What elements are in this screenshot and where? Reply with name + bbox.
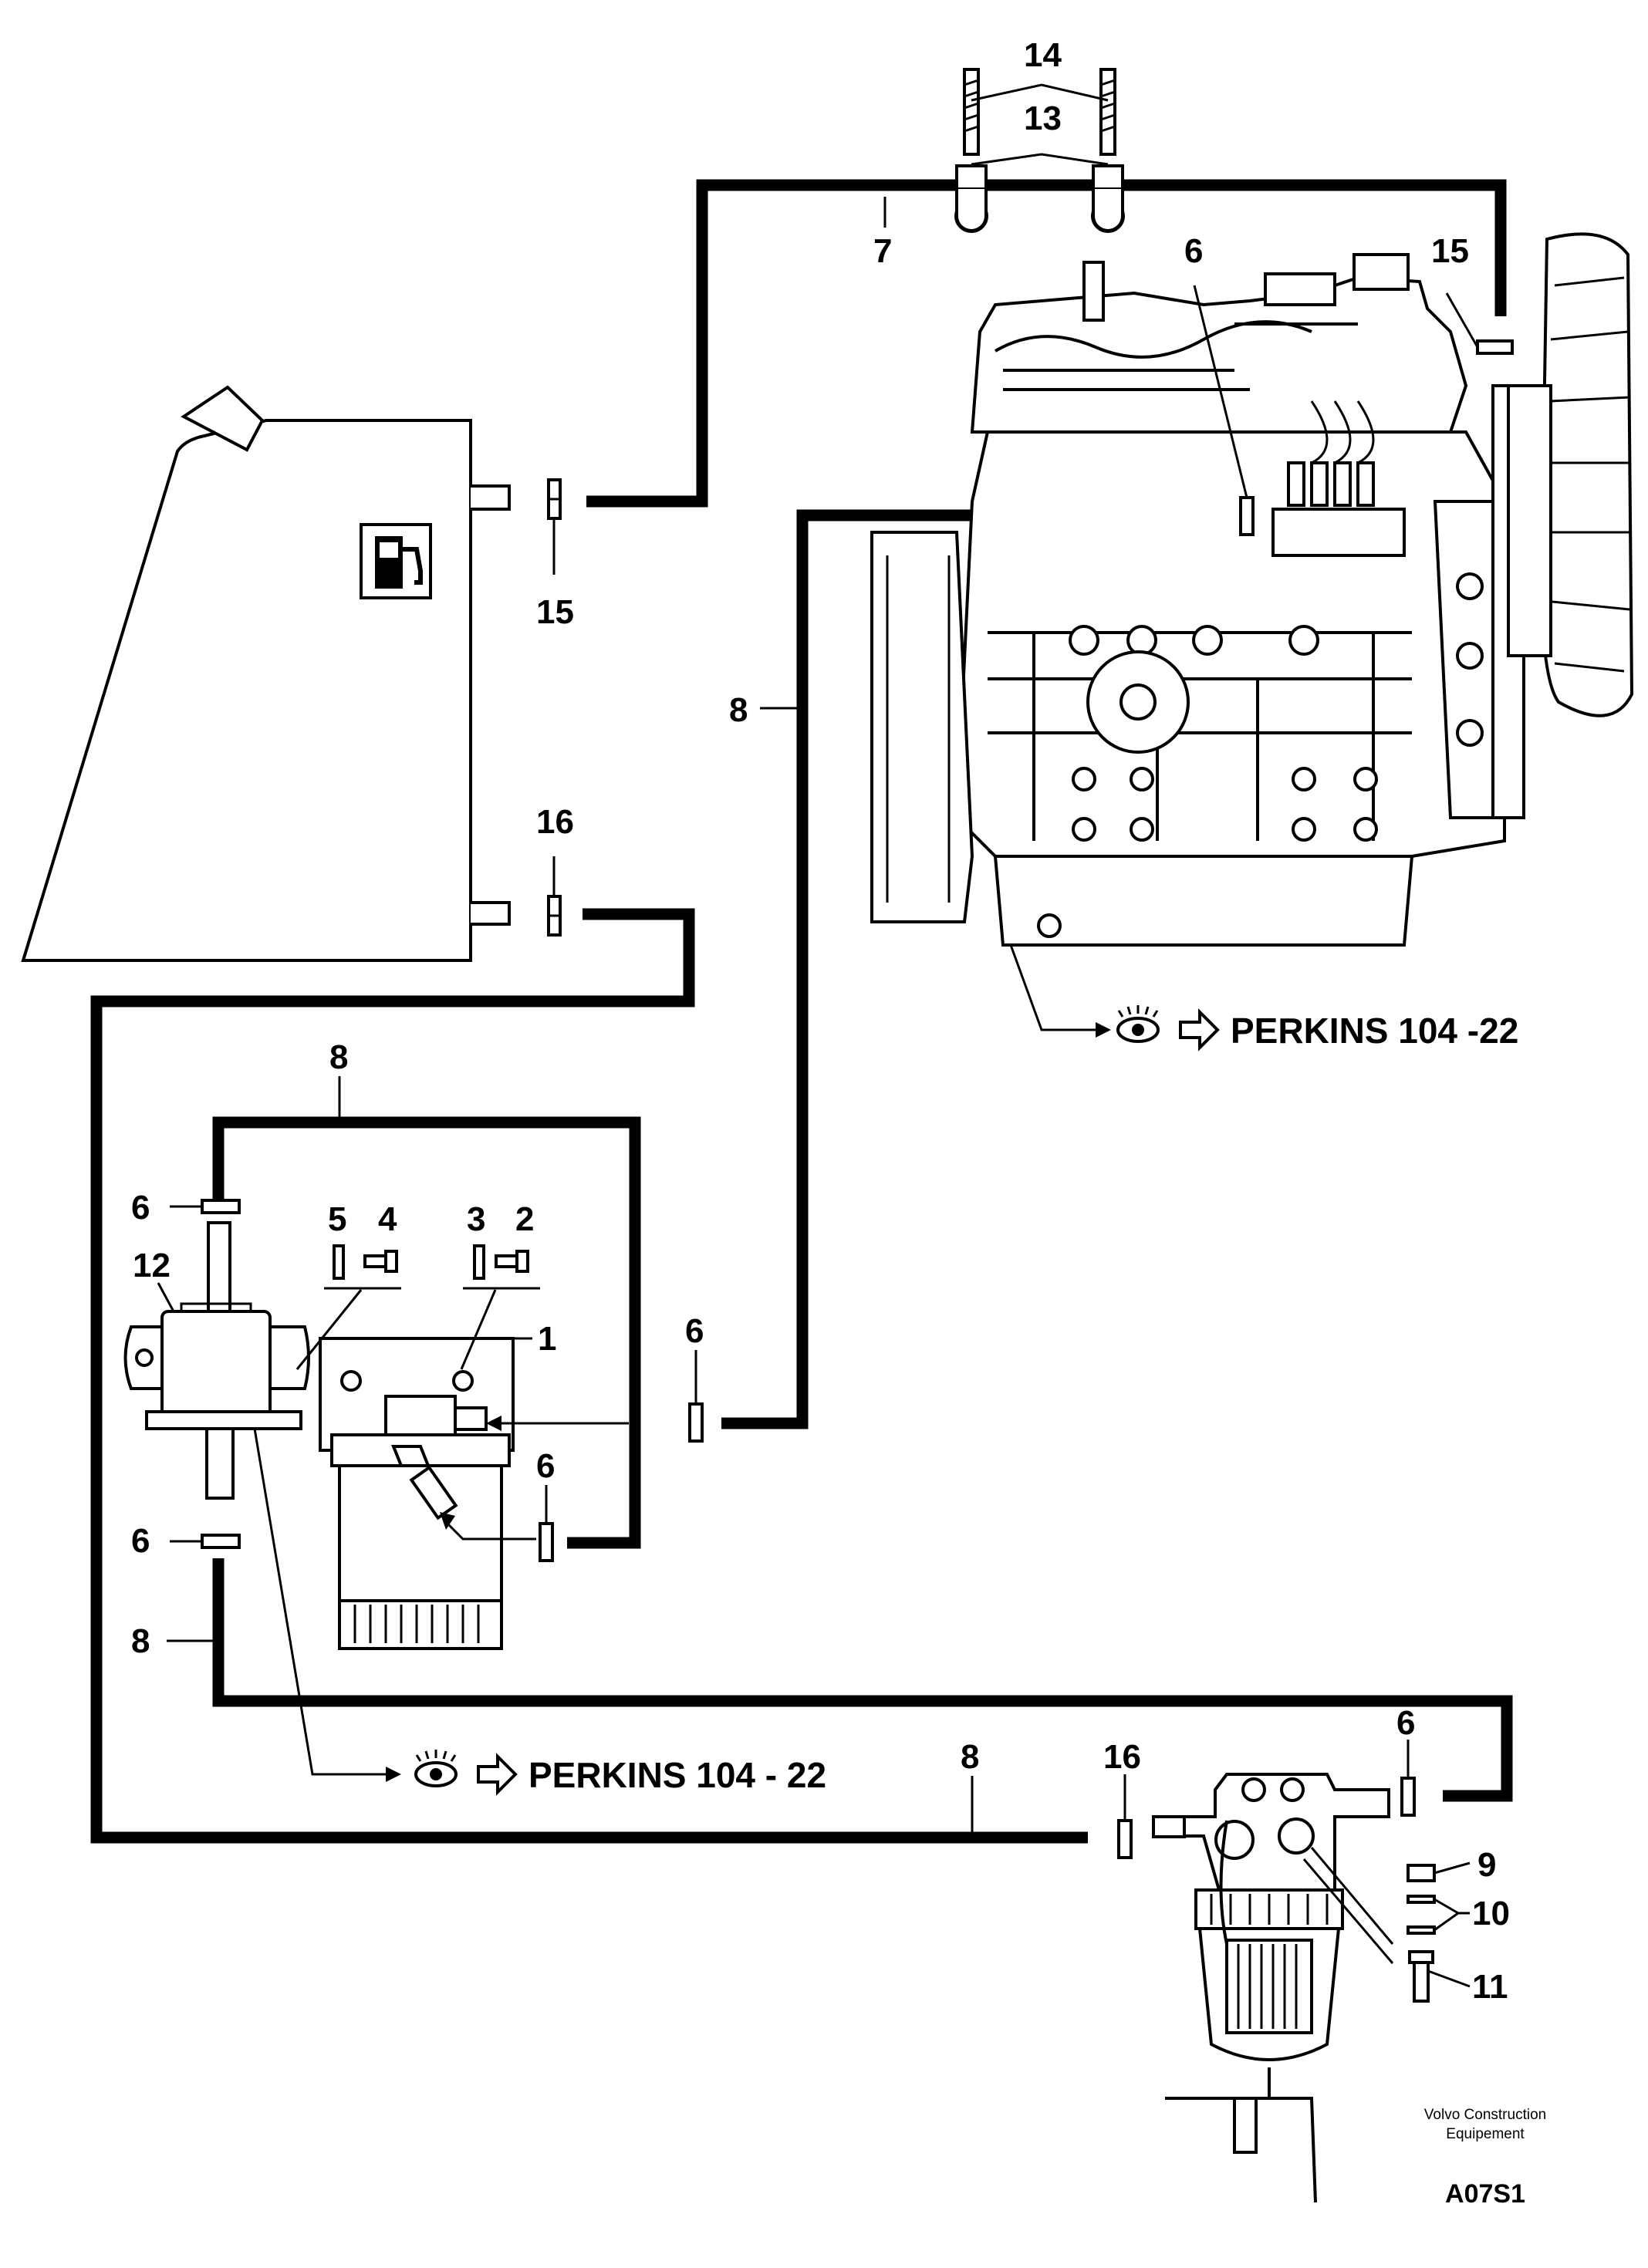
label-8-bottom: 8	[961, 1738, 979, 1776]
arrow-right-icon	[1179, 1008, 1220, 1051]
pipe-7-tank-to-engine	[586, 179, 1507, 508]
label-6-filter-inlet: 6	[685, 1312, 704, 1350]
label-4: 4	[378, 1200, 397, 1238]
engine-block	[870, 232, 1634, 1031]
pump-reference-text: PERKINS 104 - 22	[529, 1755, 826, 1795]
brand-line-2: Equipement	[1446, 2126, 1525, 2142]
label-10: 10	[1472, 1895, 1510, 1932]
pipe-8-pump-to-filter	[212, 1116, 641, 1549]
water-separator	[1152, 1773, 1394, 2203]
separator-hardware-9-11	[1407, 1861, 1471, 2003]
tank-outlet-bottom	[471, 901, 511, 926]
label-15-engine: 15	[1431, 232, 1469, 270]
label-16-separator: 16	[1103, 1738, 1141, 1776]
fuel-filter	[330, 1395, 629, 1650]
fuel-pump-icon	[360, 523, 432, 599]
footer: Volvo Construction Equipement A07S1	[1424, 2107, 1546, 2209]
label-1: 1	[538, 1320, 556, 1358]
banjo-fittings-13-14	[954, 68, 1125, 233]
fuel-tank	[21, 385, 511, 962]
pipe-8-tank-to-separator	[90, 908, 1088, 1844]
label-6-pump-bottom: 6	[131, 1522, 150, 1560]
label-16-tank: 16	[536, 803, 574, 841]
engine-fan	[1539, 232, 1634, 717]
screws-2-5	[295, 1244, 540, 1370]
label-8-left: 8	[131, 1622, 150, 1660]
label-6-pump-top: 6	[131, 1189, 150, 1227]
clamp-6-filter-return	[539, 1485, 554, 1562]
label-6-filter-return: 6	[536, 1447, 555, 1485]
clamp-16-separator	[1117, 1774, 1133, 1859]
label-9: 9	[1477, 1846, 1496, 1884]
eye-icon	[1116, 1005, 1160, 1043]
clamp-6-engine	[1193, 285, 1255, 536]
label-11: 11	[1472, 1968, 1508, 2006]
label-12: 12	[133, 1247, 171, 1284]
label-7: 7	[873, 232, 892, 270]
engine-reference-text: PERKINS 104 -22	[1231, 1011, 1518, 1051]
arrow-right-icon	[477, 1753, 518, 1796]
label-6-engine: 6	[1184, 232, 1203, 270]
document-id: A07S1	[1445, 2179, 1525, 2209]
tank-filler-neck	[181, 385, 265, 452]
clamp-6-separator	[1400, 1740, 1416, 1817]
label-13: 13	[1024, 100, 1062, 137]
clamp-16-tank	[547, 856, 562, 937]
clamp-15-tank	[547, 478, 562, 575]
fuel-pump-12	[123, 1221, 310, 1500]
part-labels: 14 13 7 6 15 15 8 16 8 6 5 4 3 2 12 1 6 …	[131, 36, 1510, 2006]
pump-reference: PERKINS 104 - 22	[386, 1750, 826, 1796]
clamp-6-filter-inlet	[688, 1350, 704, 1443]
clamp-6-pump-bottom	[170, 1534, 241, 1549]
eye-icon	[414, 1750, 458, 1787]
label-6-separator: 6	[1396, 1704, 1415, 1742]
label-8-loop: 8	[329, 1038, 348, 1076]
engine-reference: PERKINS 104 -22	[1096, 1005, 1518, 1051]
label-14: 14	[1024, 36, 1062, 74]
pipe-8-pump-to-separator	[212, 1558, 1513, 1802]
tank-outlet-top	[471, 484, 511, 511]
clamp-15-engine	[1445, 292, 1514, 355]
label-3: 3	[467, 1200, 485, 1238]
label-8-engine: 8	[729, 691, 748, 729]
label-5: 5	[328, 1200, 346, 1238]
label-15-tank: 15	[536, 593, 574, 631]
clamp-6-pump-top	[170, 1199, 241, 1214]
brand-line-1: Volvo Construction	[1424, 2107, 1546, 2123]
label-2: 2	[515, 1200, 534, 1238]
